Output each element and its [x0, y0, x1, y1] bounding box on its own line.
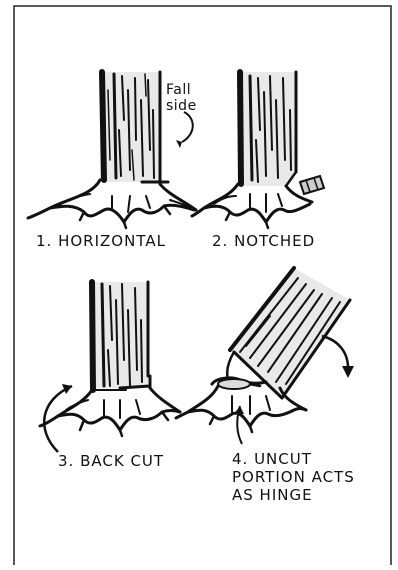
- fall-side-arrow-head: [176, 140, 182, 148]
- panel-4-label: 4. UNCUT PORTION ACTS AS HINGE: [232, 450, 355, 504]
- fall-side-arrow: [182, 112, 193, 142]
- fall-direction-arrow-head: [342, 366, 354, 378]
- back-cut-arrow: [44, 386, 72, 452]
- panel-2-label: 2. NOTCHED: [212, 232, 315, 250]
- fall-direction-arrow: [322, 336, 348, 368]
- panel-3-label: 3. BACK CUT: [58, 452, 164, 470]
- fall-side-annotation: Fall side: [166, 82, 197, 114]
- panel-1-label: 1. HORIZONTAL: [36, 232, 166, 250]
- tree-back-cut: [40, 282, 180, 436]
- tree-notched-cut: [192, 72, 324, 228]
- tree-falling-hinge: [176, 268, 350, 432]
